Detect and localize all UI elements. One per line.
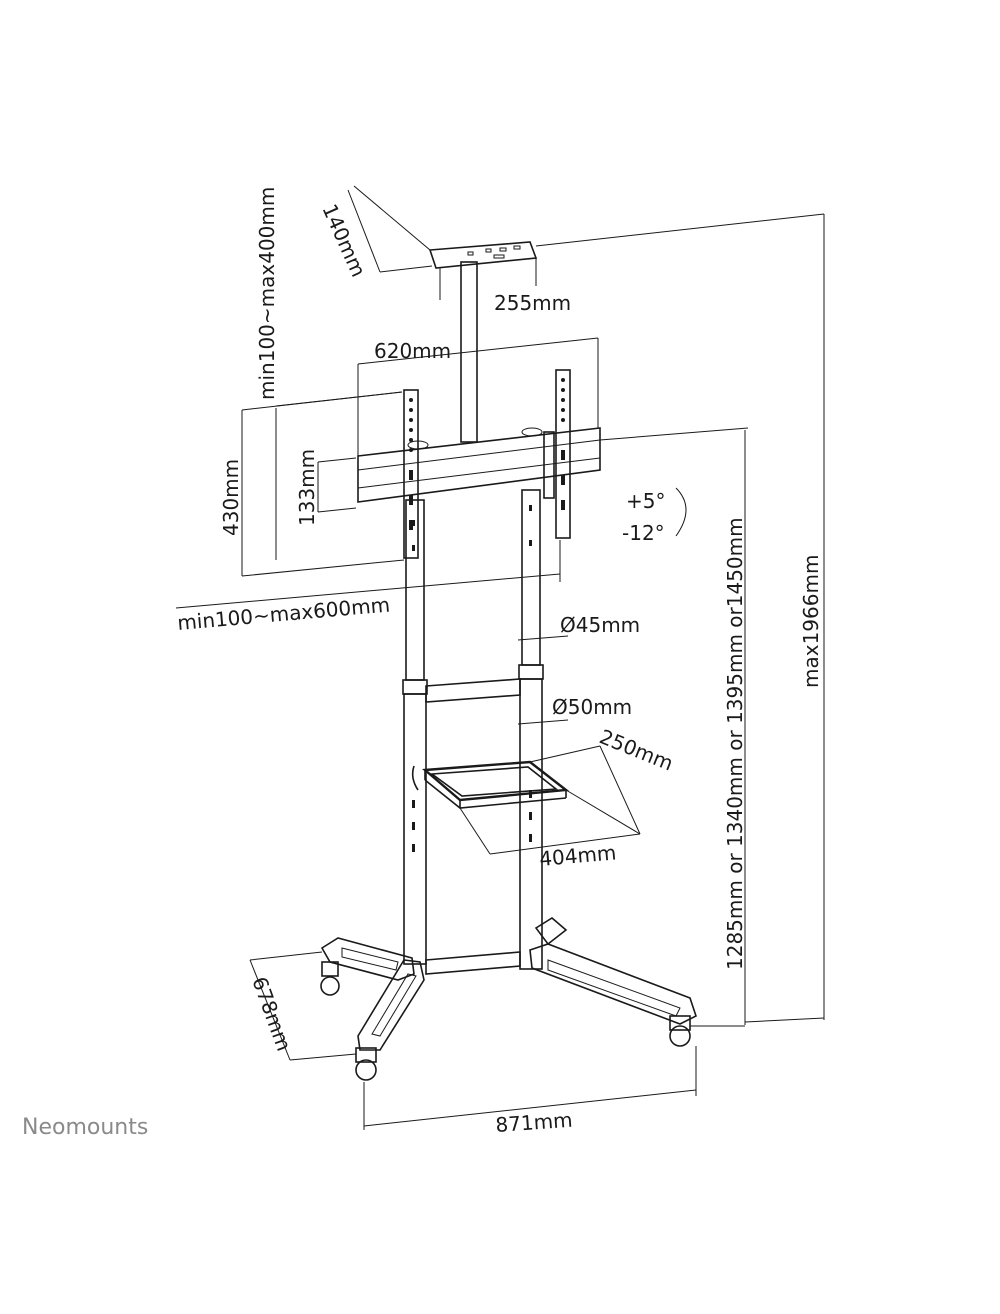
- cross-bar-bottom: [425, 951, 521, 975]
- label-base-width: 871mm: [495, 1108, 574, 1137]
- top-shelf-column: [460, 261, 478, 443]
- dimension-lines: [175, 185, 825, 1130]
- brand-logo-text: Neomounts: [22, 1115, 148, 1140]
- label-pole-lower-diameter: Ø50mm: [552, 695, 632, 719]
- label-bracket-height: 430mm: [219, 459, 243, 536]
- top-shelf: [428, 241, 538, 269]
- vesa-arm-left: [403, 389, 419, 559]
- label-height-adjust-top: min100~max400mm: [255, 187, 279, 400]
- base-leg-front-left: [355, 959, 425, 1081]
- mounting-bar: [357, 427, 601, 503]
- label-shelf-depth-lower: 250mm: [596, 724, 677, 775]
- vesa-arm-right: [543, 369, 571, 539]
- pole-right: [518, 489, 544, 970]
- dimension-labels: 140mm min100~max400mm 255mm 620mm 430mm …: [176, 187, 823, 1137]
- label-shelf-width-top: 255mm: [494, 291, 571, 315]
- label-bracket-width: 620mm: [374, 339, 451, 363]
- label-pole-upper-diameter: Ø45mm: [560, 613, 640, 637]
- label-base-depth: 678mm: [247, 974, 296, 1055]
- cross-bar-middle: [425, 678, 521, 703]
- label-center-height: 1285mm or 1340mm or 1395mm or1450mm: [723, 517, 747, 970]
- label-max-height: max1966mm: [799, 555, 823, 688]
- label-shelf-width-lower: 404mm: [538, 840, 617, 871]
- base-leg-front-right: [529, 943, 697, 1047]
- label-bar-height: 133mm: [295, 449, 319, 526]
- label-tilt-down: -12°: [622, 521, 665, 545]
- label-shelf-depth-top: 140mm: [317, 200, 370, 280]
- base-leg-back-right: [534, 917, 568, 946]
- base-leg-back-left: [320, 937, 415, 996]
- label-tilt-up: +5°: [626, 489, 665, 513]
- lower-shelf: [411, 760, 570, 809]
- pole-left: [402, 499, 428, 965]
